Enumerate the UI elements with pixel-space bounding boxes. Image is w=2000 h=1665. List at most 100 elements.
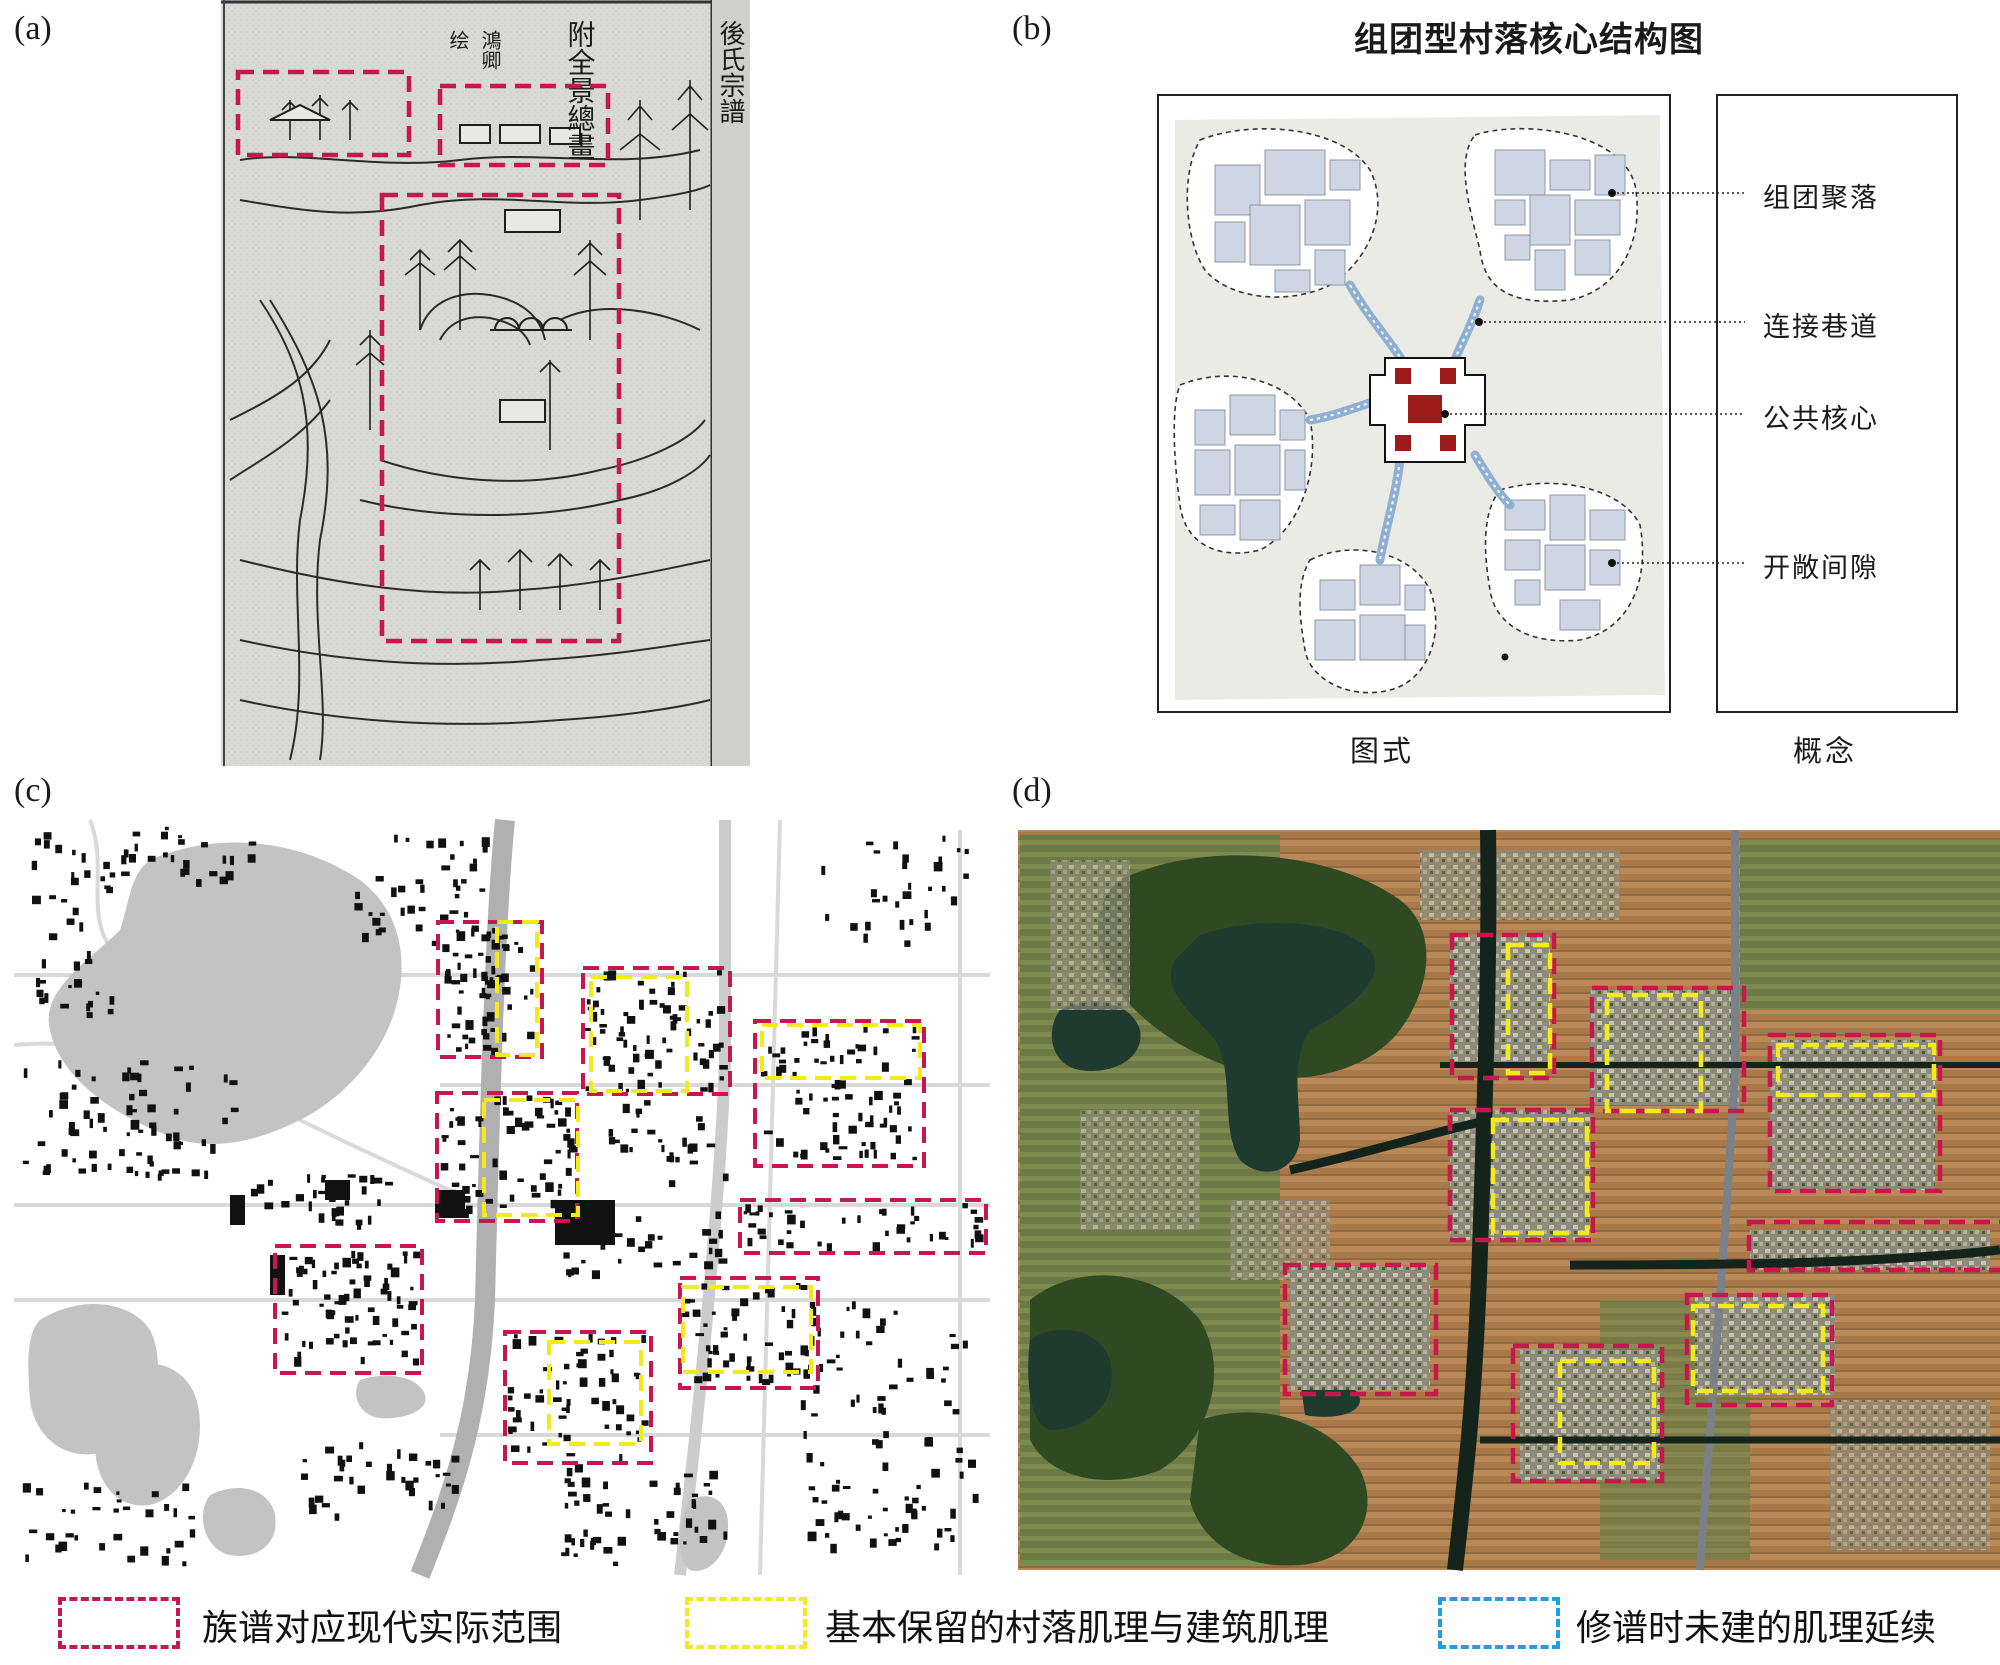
building-footprint	[90, 1097, 99, 1104]
building-footprint	[834, 1512, 839, 1523]
building-footprint	[720, 1331, 728, 1338]
lake-main	[48, 842, 402, 1144]
building-footprint	[397, 1449, 401, 1459]
building-footprint	[163, 852, 168, 858]
building-footprint-large	[230, 1195, 245, 1225]
building-footprint	[836, 1479, 841, 1484]
building-footprint	[123, 849, 129, 858]
building-footprint	[350, 1337, 357, 1345]
building-footprint	[566, 1399, 571, 1406]
building-footprint	[72, 907, 79, 916]
building-footprint	[760, 1071, 768, 1077]
building-footprint	[442, 944, 450, 953]
building-footprint	[113, 1533, 123, 1541]
building-footprint	[55, 844, 63, 854]
building-footprint	[786, 1230, 792, 1234]
building-footprint	[906, 1377, 914, 1382]
building-footprint	[571, 1538, 575, 1546]
building-footprint	[823, 1040, 831, 1048]
building-footprint	[876, 1325, 885, 1333]
building-footprint	[359, 1442, 364, 1450]
building-footprint	[334, 1301, 340, 1305]
building-footprint	[700, 1087, 708, 1092]
cluster-top-left	[1186, 128, 1379, 298]
building-footprint	[482, 1016, 488, 1027]
building-footprint	[708, 1519, 717, 1530]
building-footprint	[950, 896, 958, 906]
building-footprint	[401, 1476, 406, 1483]
building-footprint	[809, 1302, 816, 1308]
building-footprint	[778, 1352, 785, 1361]
building-footprint	[877, 1396, 886, 1401]
building-footprint	[765, 1289, 771, 1294]
building-footprint	[911, 1036, 920, 1040]
building-footprint	[573, 1553, 578, 1557]
map-texture-1	[495, 920, 539, 1057]
building-footprint	[172, 1168, 180, 1174]
building-footprint	[731, 1308, 740, 1317]
building-footprint	[672, 1014, 678, 1024]
woodblock-title: 附全景總畫	[564, 20, 597, 160]
building-footprint	[485, 1198, 493, 1204]
building-footprint	[60, 1003, 69, 1009]
building-footprint	[367, 1307, 375, 1313]
building-footprint	[904, 1079, 912, 1086]
building-footprint	[592, 1000, 599, 1008]
building-footprint	[349, 1279, 356, 1285]
building-footprint	[684, 1473, 693, 1478]
building-footprint	[618, 1032, 626, 1037]
building-footprint	[608, 1137, 616, 1145]
building-footprint-large	[435, 1190, 465, 1218]
building-footprint	[921, 1505, 926, 1511]
building-footprint	[568, 1145, 578, 1153]
building-footprint	[895, 1527, 899, 1532]
map-range-6	[273, 1244, 424, 1375]
building-footprint	[334, 1513, 340, 1521]
satellite-texture-6	[1557, 1358, 1657, 1466]
building-footprint	[62, 1509, 66, 1513]
building-footprint	[555, 1149, 561, 1154]
building-footprint	[812, 1027, 817, 1037]
building-footprint	[491, 1047, 498, 1057]
building-footprint	[292, 1299, 299, 1306]
building-footprint	[691, 1499, 696, 1508]
building-footprint	[800, 1285, 808, 1290]
building-footprint	[706, 1143, 716, 1148]
building-footprint	[672, 1260, 681, 1266]
building-footprint	[944, 1236, 949, 1240]
building-footprint	[81, 853, 86, 863]
building-footprint	[687, 1144, 693, 1154]
building-footprint	[831, 1484, 840, 1492]
map-range-4	[435, 1091, 579, 1223]
building-footprint	[778, 1239, 784, 1246]
building-footprint	[484, 976, 488, 985]
building-footprint	[161, 1555, 169, 1566]
building-footprint	[592, 1011, 598, 1022]
building-footprint	[747, 1358, 751, 1368]
building-footprint	[926, 1367, 934, 1378]
building-footprint	[762, 1379, 771, 1385]
building-footprint	[176, 1141, 183, 1145]
building-footprint	[84, 870, 91, 878]
building-footprint	[768, 1046, 772, 1054]
building-footprint	[883, 1431, 889, 1439]
building-footprint	[831, 1084, 837, 1089]
building-footprint	[558, 1183, 563, 1189]
building-footprint	[596, 987, 601, 993]
building-footprint	[408, 1304, 416, 1311]
map-range-1	[436, 920, 544, 1059]
map-range-5	[738, 1198, 988, 1255]
building-footprint	[502, 986, 511, 995]
building-footprint	[349, 1476, 354, 1485]
building-footprint	[446, 1483, 451, 1487]
building-footprint	[483, 1044, 492, 1051]
building-footprint	[294, 1356, 302, 1367]
building-footprint	[329, 1193, 336, 1202]
building-footprint	[387, 1291, 392, 1301]
building-footprint	[106, 886, 113, 894]
building-footprint	[398, 885, 406, 893]
building-footprint	[848, 1125, 857, 1134]
building-footprint	[322, 1270, 327, 1277]
building-footprint	[564, 1478, 571, 1484]
building-footprint	[633, 1372, 640, 1377]
